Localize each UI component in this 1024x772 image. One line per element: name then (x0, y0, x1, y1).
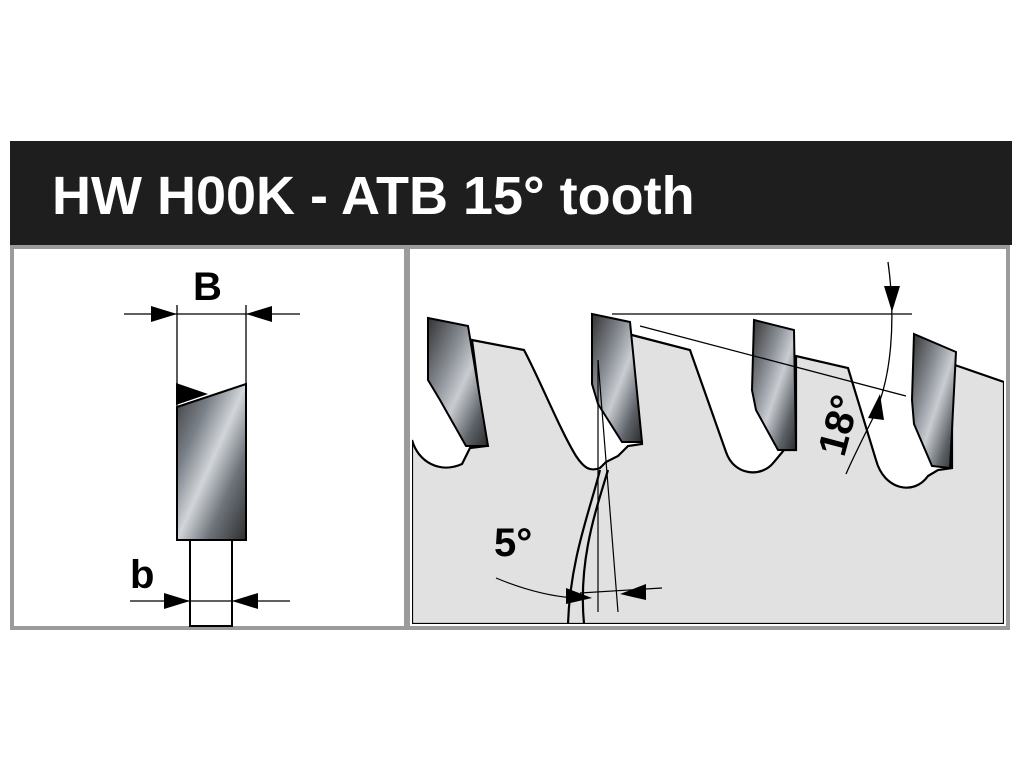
arrow-right-icon (151, 306, 177, 322)
carbide-tip (750, 318, 798, 451)
arrow-up-icon (868, 394, 884, 420)
blade-side-view (412, 261, 1004, 624)
title-bar (10, 141, 1012, 245)
arrow-down-icon (884, 286, 900, 312)
carbide-tip (910, 332, 958, 470)
arrow-left-icon (620, 584, 646, 600)
title: HW H00K - ATB 15° tooth (52, 166, 695, 226)
arrow-right-icon (566, 588, 592, 604)
tooth-front-view: B b (124, 265, 300, 627)
carbide-tip (427, 316, 490, 447)
dimension-label-B: B (193, 265, 222, 309)
carbide-tip (591, 312, 644, 443)
blade-body (189, 539, 233, 627)
angle-label-hook: 5° (494, 521, 532, 565)
carbide-tip (176, 382, 247, 541)
arrow-left-icon (246, 306, 272, 322)
arrow-right-icon (164, 593, 190, 609)
arrow-left-icon (232, 593, 258, 609)
bevel-marker-icon (176, 383, 208, 405)
dimension-label-b: b (130, 553, 154, 597)
